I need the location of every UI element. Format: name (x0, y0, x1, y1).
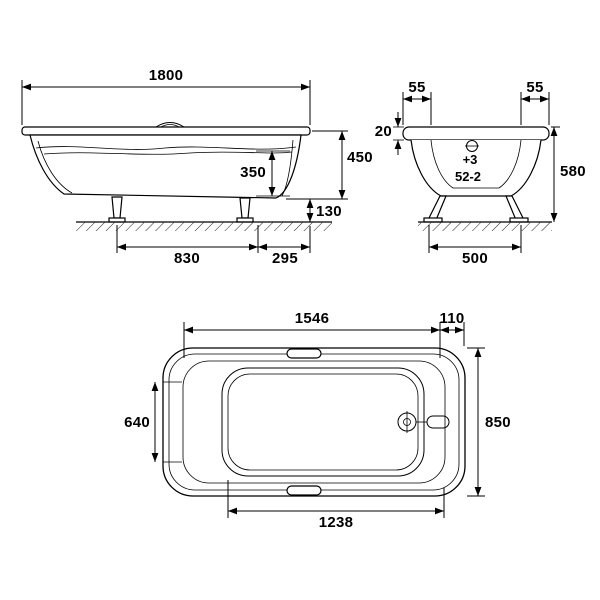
plan-slope-contour (182, 360, 446, 484)
dim-end-rim-left: 55 (402, 79, 432, 125)
end-leg-right (505, 195, 525, 221)
end-tub-inner (430, 139, 522, 189)
dim-plan-rim-length: 1546 (183, 310, 441, 358)
side-waterline-2 (43, 151, 293, 155)
end-rim-left-label: 55 (408, 79, 425, 96)
plan-basin-inner (227, 373, 419, 471)
dim-side-body-height: 450 (286, 130, 373, 200)
dim-end-rim-thickness: 20 (375, 112, 404, 155)
side-tub-body (29, 134, 302, 199)
side-handle-icon (155, 122, 185, 128)
end-view: +3 52-2 55 55 20 (375, 79, 586, 267)
side-end-offset-label: 295 (272, 250, 298, 267)
overflow-handle-icon (426, 415, 450, 429)
dim-plan-inner-width: 640 (124, 382, 159, 462)
end-overall-height-label: 580 (560, 163, 586, 180)
plan-view: 1546 110 850 640 1238 (124, 310, 511, 531)
end-note-plus: +3 (463, 152, 478, 167)
side-body-height-label: 450 (347, 149, 373, 166)
side-view: 1800 350 450 130 830 (21, 67, 373, 267)
side-leg-right (239, 197, 251, 219)
dim-side-leg-span: 830 (116, 225, 259, 267)
side-rim (21, 126, 311, 136)
end-leg-left (427, 195, 447, 221)
dim-end-overall-height: 580 (550, 126, 586, 222)
end-tub-body (410, 139, 542, 197)
plan-end-width-label: 110 (439, 310, 464, 327)
end-base-width-label: 500 (462, 250, 488, 267)
plan-overall-width-label: 850 (485, 414, 511, 431)
dim-side-leg-height: 130 (306, 199, 342, 222)
end-rim (402, 126, 550, 141)
dim-side-end-offset: 295 (258, 226, 311, 267)
dim-side-inner-depth: 350 (240, 150, 290, 197)
dim-plan-overall-width: 850 (467, 347, 511, 497)
side-overall-length-label: 1800 (149, 67, 184, 84)
plan-grip-bottom (286, 485, 322, 496)
side-leg-span-label: 830 (174, 250, 200, 267)
side-inner-depth-label: 350 (240, 164, 266, 181)
dim-end-base-width: 500 (428, 225, 522, 267)
dim-end-rim-right: 55 (520, 79, 550, 125)
end-rim-right-label: 55 (526, 79, 543, 96)
side-inner-slope-right (281, 139, 294, 197)
end-floor-hatch (418, 222, 552, 231)
dim-plan-end-width: 110 (439, 310, 465, 346)
dim-side-overall-length: 1800 (21, 67, 311, 125)
end-note-model: 52-2 (455, 169, 481, 184)
plan-basin-outer (221, 367, 425, 477)
plan-outer-rim (162, 347, 466, 497)
side-leg-left (111, 196, 123, 219)
end-rim-thickness-label: 20 (375, 123, 392, 140)
side-leg-height-label: 130 (316, 203, 342, 220)
dim-plan-inner-length: 1238 (227, 480, 445, 531)
side-handle-inner (160, 124, 180, 128)
side-floor-hatch (76, 222, 332, 231)
side-waterline-1 (35, 146, 297, 150)
plan-rim-length-label: 1546 (295, 310, 330, 327)
plan-inner-length-label: 1238 (319, 514, 354, 531)
plan-grip-top (286, 348, 322, 359)
plan-inner-width-label: 640 (124, 414, 150, 431)
